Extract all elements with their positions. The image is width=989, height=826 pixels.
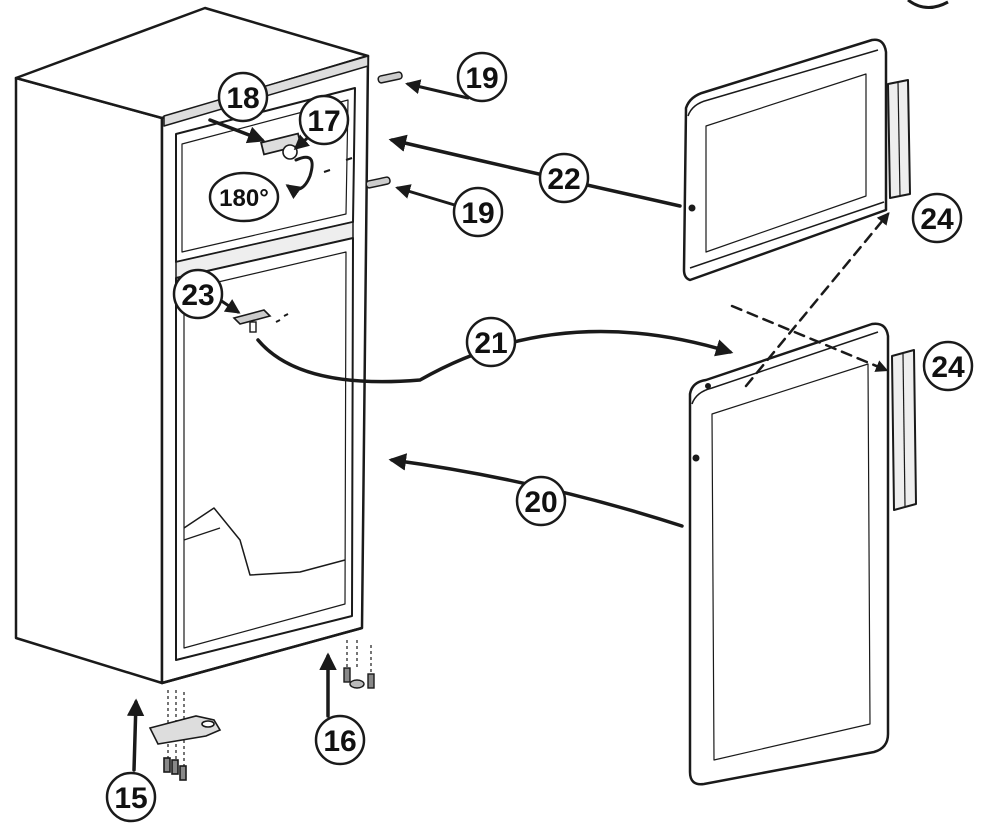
callout-24-bottom: 24 — [922, 340, 974, 392]
screw-hole — [345, 157, 353, 161]
fridge-door-top-edge — [691, 331, 879, 405]
arrow-15 — [126, 698, 145, 772]
crisper-drawer-line — [183, 527, 221, 541]
cabinet-bottom-edge — [161, 626, 363, 685]
callout-19-bottom: 19 — [452, 186, 504, 238]
screw — [179, 765, 187, 781]
callout-18: 18 — [217, 71, 269, 123]
freezer-door-hole — [688, 204, 696, 212]
callout-21: 21 — [465, 316, 517, 368]
fridge-compartment — [175, 237, 354, 661]
arrow-19-bottom — [395, 184, 460, 208]
arrow-24-to-freezer — [744, 212, 890, 388]
arrow-19-top — [405, 79, 470, 100]
bottom-hinge-assembly — [148, 690, 222, 781]
callout-21-label: 21 — [474, 327, 507, 360]
callout-16-label: 16 — [323, 725, 356, 758]
callout-24-bottom-label: 24 — [931, 351, 965, 384]
callout-20: 20 — [515, 475, 567, 527]
arrow-21 — [256, 329, 734, 384]
callout-23: 23 — [172, 268, 224, 320]
hole-cover-plug-top — [377, 71, 403, 84]
fridge-door-top-hole — [705, 383, 711, 389]
fridge-door-panel — [711, 363, 871, 761]
callout-16: 16 — [314, 714, 366, 766]
callouts: 15 16 17 18 19 19 20 21 — [105, 51, 974, 823]
middle-hinge-bracket — [232, 309, 272, 325]
callout-15-label: 15 — [114, 782, 147, 815]
bottom-hinge-plate — [148, 715, 222, 745]
screw — [343, 667, 351, 683]
offscreen-callout-fragment — [907, 0, 949, 9]
crisper-drawer-outline — [183, 507, 346, 576]
callout-24-top: 24 — [911, 192, 963, 244]
callout-19-top: 19 — [456, 51, 508, 103]
freezer-door-panel — [705, 73, 867, 253]
fridge-inner-wall — [183, 251, 347, 649]
bottom-hinge-screws — [163, 757, 187, 781]
freezer-inner-wall — [181, 99, 349, 253]
callout-22: 22 — [538, 152, 590, 204]
freezer-door-rim — [689, 201, 885, 269]
freezer-door-body — [682, 38, 888, 282]
freezer-door-handle-edge — [897, 81, 901, 197]
screw — [171, 759, 179, 775]
callout-19-top-label: 19 — [465, 62, 498, 95]
callout-17: 17 — [298, 94, 350, 146]
callout-23-label: 23 — [181, 279, 214, 312]
hinge-pin — [282, 144, 298, 160]
screw-hole — [275, 319, 281, 323]
arrow-22 — [388, 134, 682, 208]
rotation-label: 180° — [219, 185, 269, 212]
screw-hole — [323, 169, 331, 173]
rotation-arrow — [285, 155, 314, 200]
fridge-door-hole — [692, 454, 700, 462]
fridge-door-body — [688, 322, 890, 786]
arrow-24-to-fridge — [730, 304, 889, 372]
foot-screw-assembly — [343, 640, 375, 689]
screw — [163, 757, 171, 773]
arrow-18 — [208, 118, 266, 144]
callout-rotation: 180° — [208, 171, 280, 223]
bottom-hinge-pin — [201, 720, 215, 728]
screw — [367, 673, 375, 689]
callout-19-bottom-label: 19 — [461, 197, 494, 230]
callout-22-label: 22 — [547, 163, 580, 196]
callout-15: 15 — [105, 771, 157, 823]
cabinet-side-panel — [14, 76, 164, 685]
callout-20-label: 20 — [524, 486, 557, 519]
callout-18-label: 18 — [226, 82, 259, 115]
hole-cover-plug-bottom — [365, 176, 391, 189]
arrow-23 — [218, 298, 241, 314]
hole-cover-plugs — [365, 71, 403, 189]
fridge-door — [688, 322, 917, 786]
freezer-door — [682, 38, 911, 282]
fridge-door-handle-edge — [902, 353, 906, 507]
washer — [349, 679, 365, 689]
middle-hinge-pin — [249, 321, 257, 333]
callout-17-label: 17 — [307, 105, 340, 138]
screw-hole — [283, 313, 289, 317]
callout-24-top-label: 24 — [920, 203, 954, 236]
freezer-door-top-edge — [687, 49, 879, 117]
